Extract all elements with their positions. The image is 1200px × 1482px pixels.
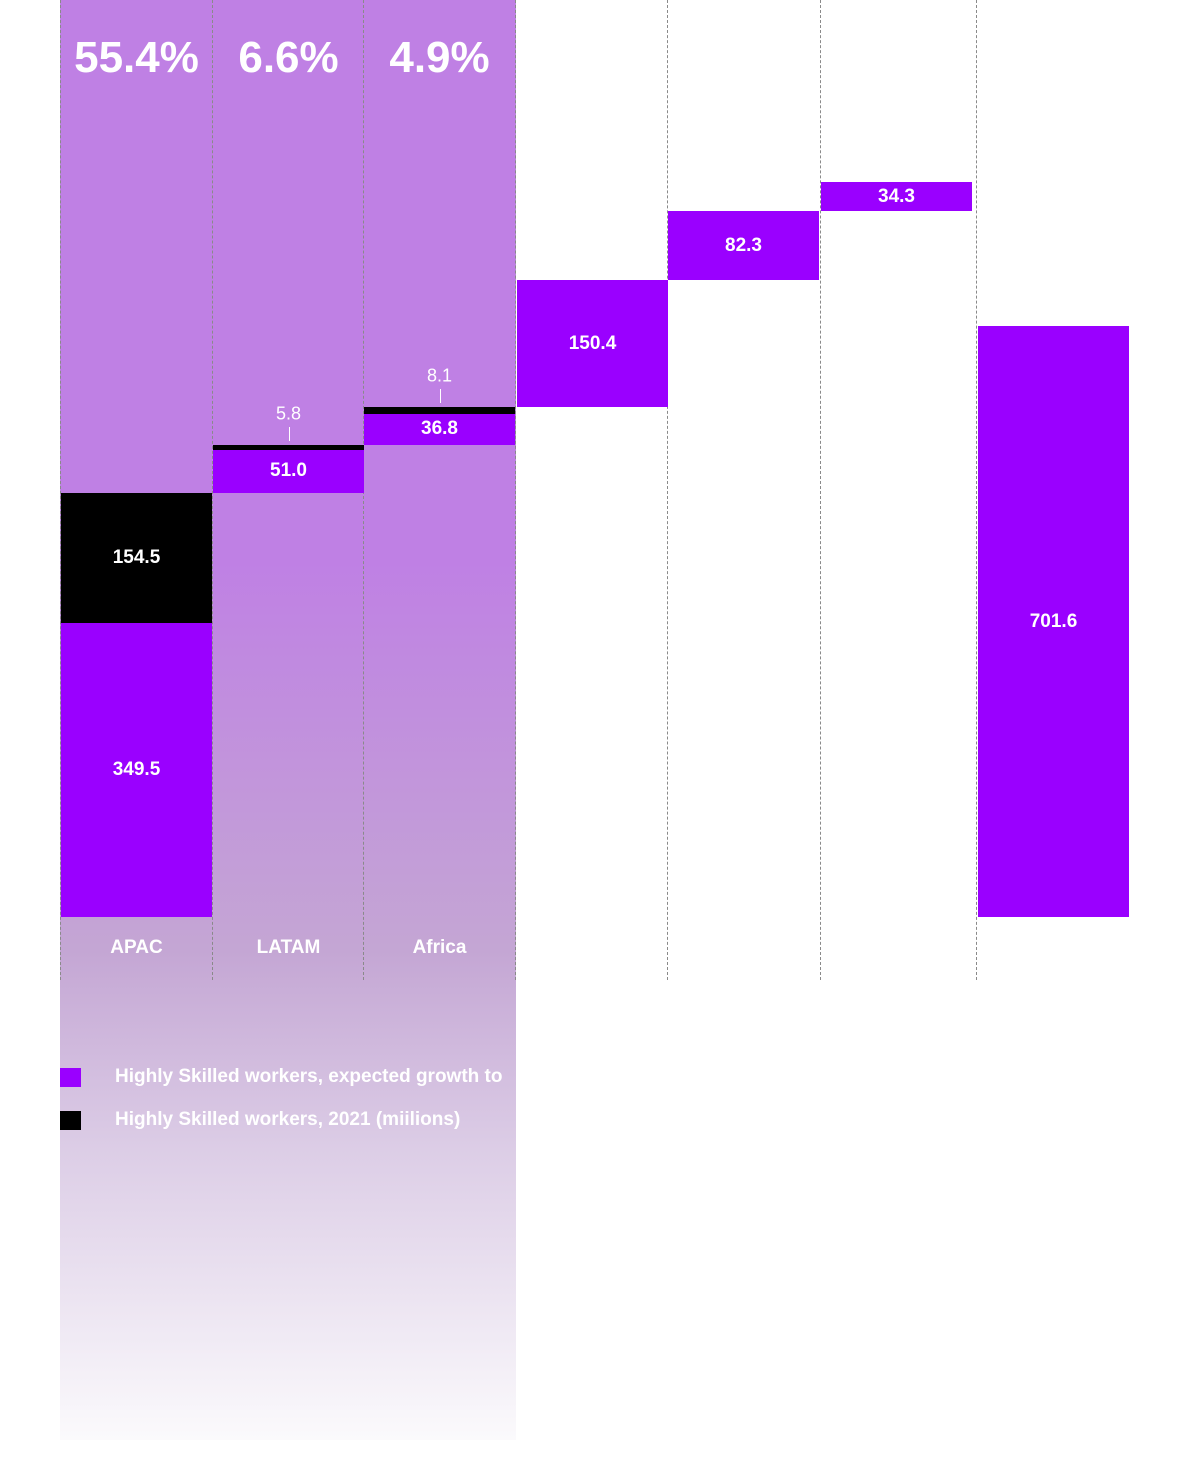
data-label-2021: 5.8 <box>275 403 302 424</box>
bar-2021 <box>61 492 212 623</box>
column-divider <box>667 0 668 980</box>
growth-share-label: 4.9% <box>389 33 490 82</box>
bar-growth <box>517 280 668 407</box>
column-divider <box>976 0 977 980</box>
column-divider <box>60 0 61 980</box>
category-label: APAC <box>110 937 163 958</box>
data-label-growth: 150.4 <box>568 332 617 354</box>
data-label-growth: 34.3 <box>878 185 915 207</box>
column-divider <box>212 0 213 980</box>
data-label-growth: 701.6 <box>1029 610 1078 632</box>
data-label-2021: 154.5 <box>112 546 161 568</box>
bar-growth <box>668 211 819 281</box>
legend-swatch-growth <box>60 1068 81 1087</box>
label-leader-line <box>439 389 441 403</box>
data-label-growth: 82.3 <box>725 234 762 256</box>
column-divider <box>820 0 821 980</box>
legend-item-2021: Highly Skilled workers, 2021 (miilions) <box>60 1105 516 1135</box>
column-divider <box>515 0 516 980</box>
bar-growth <box>61 622 212 917</box>
legend-swatch-2021 <box>60 1111 81 1130</box>
bar-growth <box>978 326 1129 917</box>
label-leader-line <box>288 426 290 441</box>
data-label-growth: 36.8 <box>421 418 458 440</box>
bar-2021 <box>364 407 515 414</box>
legend-item-growth: Highly Skilled workers, expected growth … <box>60 1062 516 1092</box>
bar-growth <box>364 413 515 445</box>
growth-share-label: 6.6% <box>238 33 339 82</box>
category-label: Africa <box>412 937 467 958</box>
data-label-2021: 8.1 <box>426 365 453 386</box>
data-label-growth: 349.5 <box>112 758 161 780</box>
bar-2021 <box>213 444 364 450</box>
bar-growth <box>821 182 972 212</box>
category-label: LATAM <box>256 937 321 958</box>
legend-label-2021: Highly Skilled workers, 2021 (miilions) <box>115 1109 461 1130</box>
legend-label-growth: Highly Skilled workers, expected growth … <box>115 1066 503 1087</box>
bar-growth <box>213 449 364 493</box>
growth-share-label: 55.4% <box>74 33 199 82</box>
data-label-growth: 51.0 <box>270 460 307 482</box>
